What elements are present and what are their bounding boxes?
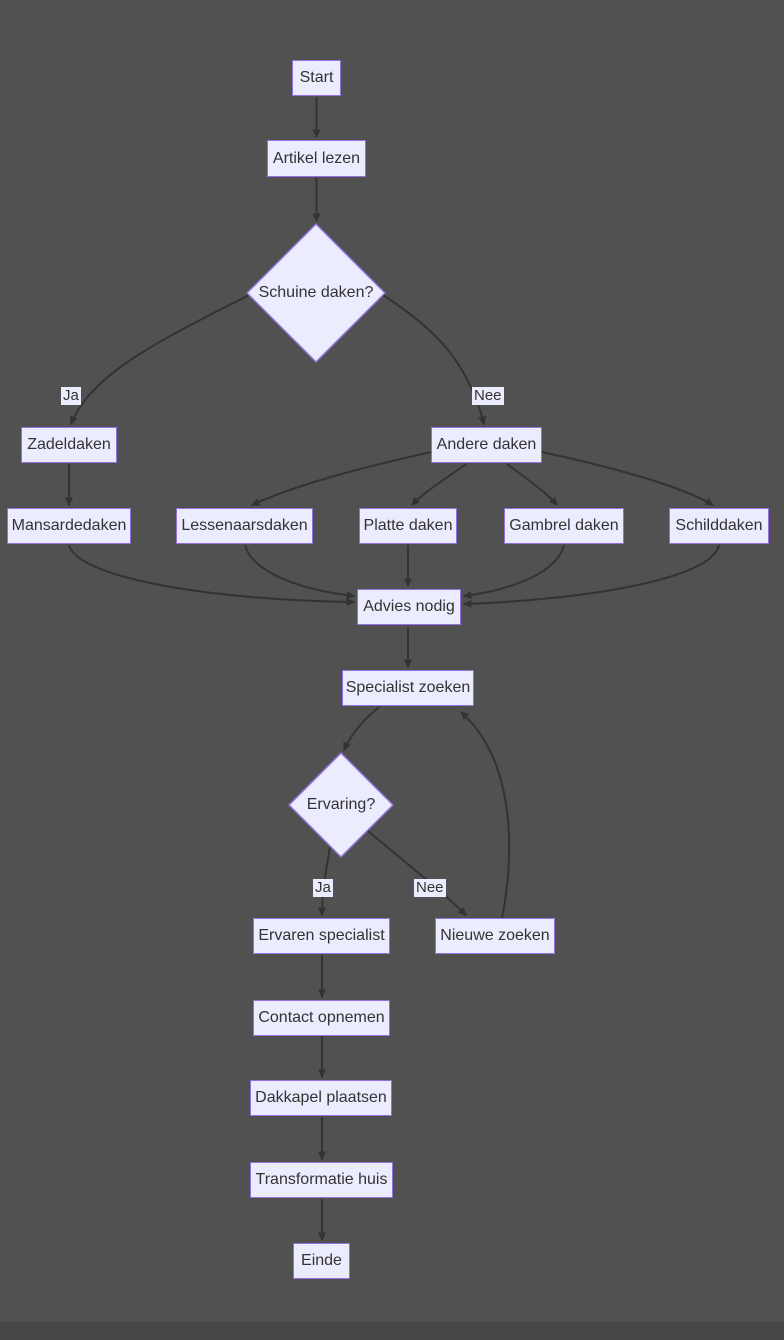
node-advies-nodig-label: Advies nodig	[363, 598, 455, 615]
node-ervaren-specialist: Ervaren specialist	[253, 918, 390, 954]
edge-label-ja-1: Ja	[61, 387, 81, 405]
node-dakkapel-plaatsen: Dakkapel plaatsen	[250, 1080, 392, 1116]
node-start-label: Start	[299, 69, 334, 86]
edge-andere-platte	[410, 463, 467, 507]
edge-label-ja-2: Ja	[313, 879, 333, 897]
edge-mansardedaken-advies	[68, 544, 356, 606]
node-start: Start	[292, 60, 341, 96]
edge-andere-lessenaarsdaken	[250, 451, 432, 506]
node-gambrel-daken-label: Gambrel daken	[509, 517, 619, 534]
node-contact-opnemen-label: Contact opnemen	[258, 1009, 385, 1026]
edge-lessenaarsdaken-advies	[244, 544, 356, 600]
edge-label-nee-2: Nee	[414, 879, 446, 897]
node-transformatie-huis: Transformatie huis	[250, 1162, 393, 1198]
node-nieuwe-zoeken: Nieuwe zoeken	[435, 918, 555, 954]
node-einde-label: Einde	[301, 1252, 342, 1269]
edge-specialist-ervaring	[343, 706, 380, 752]
node-zadeldaken: Zadeldaken	[21, 427, 117, 463]
edge-schilddaken-advies	[462, 544, 720, 608]
node-advies-nodig: Advies nodig	[357, 589, 461, 625]
decision-schuine-daken-shape	[245, 222, 387, 364]
node-andere-daken: Andere daken	[431, 427, 542, 463]
node-ervaren-specialist-label: Ervaren specialist	[258, 927, 385, 944]
decision-schuine-daken-label: Schuine daken?	[258, 284, 374, 301]
decision-ervaring-label: Ervaring?	[306, 796, 376, 813]
edge-schuine-ja-zadeldaken	[70, 294, 250, 426]
bottom-strip	[0, 1322, 784, 1340]
node-mansardedaken: Mansardedaken	[7, 508, 131, 544]
edge-andere-schilddaken	[541, 451, 715, 506]
node-schilddaken-label: Schilddaken	[675, 517, 763, 534]
node-lessenaarsdaken-label: Lessenaarsdaken	[181, 517, 308, 534]
node-transformatie-huis-label: Transformatie huis	[255, 1171, 388, 1188]
decision-ervaring-shape	[287, 751, 395, 859]
node-artikel-lezen-label: Artikel lezen	[272, 149, 361, 167]
node-lessenaarsdaken: Lessenaarsdaken	[176, 508, 313, 544]
node-specialist-zoeken-label: Specialist zoeken	[345, 679, 471, 696]
edge-nieuwe-specialist-loop	[459, 710, 511, 919]
edge-gambrel-advies	[462, 544, 565, 600]
node-artikel-lezen: Artikel lezen	[267, 140, 366, 177]
node-zadeldaken-label: Zadeldaken	[27, 436, 111, 453]
node-einde: Einde	[293, 1243, 350, 1279]
node-mansardedaken-label: Mansardedaken	[11, 517, 127, 534]
node-specialist-zoeken: Specialist zoeken	[342, 670, 474, 706]
node-gambrel-daken: Gambrel daken	[504, 508, 624, 544]
node-platte-daken-label: Platte daken	[363, 517, 453, 534]
edge-label-nee-1: Nee	[472, 387, 504, 405]
edge-andere-gambrel	[506, 463, 558, 507]
node-contact-opnemen: Contact opnemen	[253, 1000, 390, 1036]
node-platte-daken: Platte daken	[359, 508, 457, 544]
edge-schuine-nee-andere	[382, 294, 486, 426]
edge-ervaring-nee-nieuwe	[367, 830, 468, 917]
node-dakkapel-plaatsen-label: Dakkapel plaatsen	[255, 1089, 387, 1106]
node-schilddaken: Schilddaken	[669, 508, 769, 544]
node-nieuwe-zoeken-label: Nieuwe zoeken	[440, 927, 550, 944]
node-andere-daken-label: Andere daken	[436, 436, 537, 453]
